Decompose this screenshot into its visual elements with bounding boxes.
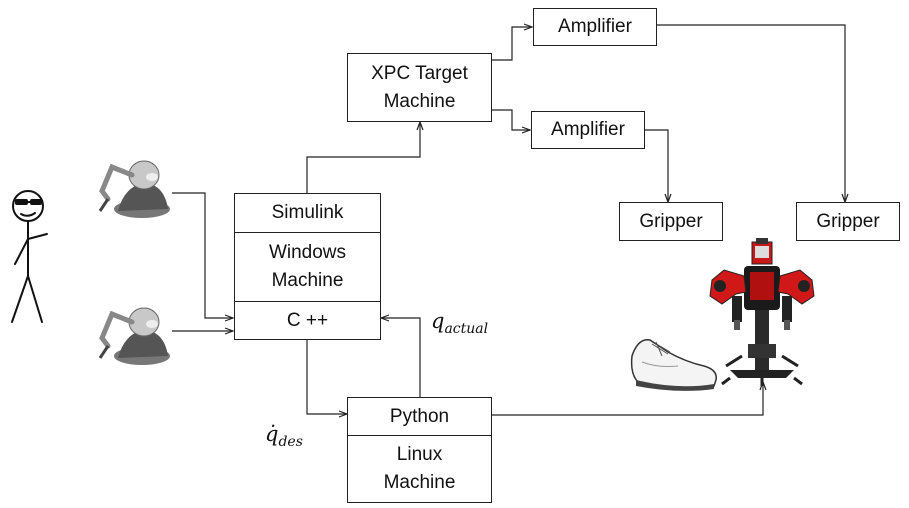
q-actual-label: qactual [431, 309, 489, 337]
gripper-left-box: Gripper [619, 202, 723, 241]
windows-machine-cell: Windows Machine [235, 232, 380, 301]
linux-machine-stack: Python Linux Machine [347, 397, 492, 503]
baxter-robot-icon [709, 238, 815, 386]
amplifier-top-box: Amplifier [533, 8, 657, 46]
xpc-target-machine-box: XPC Target Machine [347, 53, 492, 122]
amp-top-to-gripper-right-line [657, 24, 845, 202]
windows-machine-stack: Simulink Windows Machine C ++ [234, 193, 381, 340]
windows-label-line2: Machine [271, 270, 344, 291]
haptic-top-to-cpp-line [172, 192, 233, 318]
xpc-to-amp-bottom-line [492, 109, 530, 130]
simulink-label: Simulink [271, 202, 344, 223]
cpp-to-python-line [306, 340, 347, 414]
qdot-des-label: q̇des [265, 422, 303, 450]
cpp-cell: C ++ [235, 301, 380, 339]
gripper-right-label: Gripper [816, 210, 880, 232]
shoe-icon [630, 339, 717, 391]
python-label: Python [389, 405, 450, 427]
gripper-right-box: Gripper [796, 202, 900, 241]
python-to-robot-line [492, 382, 763, 416]
windows-label-line1: Windows [268, 242, 347, 263]
cpp-label: C ++ [286, 309, 329, 331]
amp-bottom-to-gripper-left-line [645, 129, 668, 202]
python-cell: Python [348, 398, 491, 435]
haptic-device-icon [98, 307, 170, 365]
simulink-to-xpc-line [306, 122, 420, 193]
amplifier-top-label: Amplifier [558, 16, 632, 37]
amplifier-bottom-label: Amplifier [551, 119, 625, 140]
gripper-left-label: Gripper [639, 210, 703, 232]
xpc-to-amp-top-line [492, 27, 532, 61]
stick-figure-operator-icon [11, 190, 48, 323]
linux-label-line1: Linux [396, 444, 443, 465]
xpc-label-line1: XPC Target [371, 62, 468, 84]
haptic-device-icon [98, 160, 170, 218]
linux-machine-cell: Linux Machine [348, 435, 491, 502]
simulink-cell: Simulink [235, 194, 380, 232]
amplifier-bottom-box: Amplifier [531, 111, 645, 149]
linux-label-line2: Machine [383, 472, 456, 493]
xpc-label-line2: Machine [383, 90, 456, 112]
python-to-cpp-line [381, 318, 421, 397]
